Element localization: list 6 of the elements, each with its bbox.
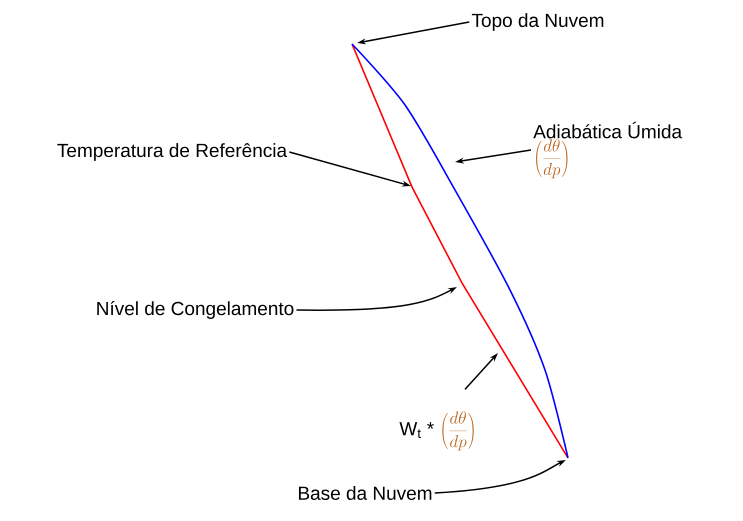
text-label: W$_{t}$ * $\left(\frac{d\theta}{dp}\right)$ <box>399 411 474 450</box>
text-label: Nível de Congelamento <box>97 301 294 319</box>
text-label: Base da Nuvem <box>298 486 432 500</box>
text-label: Adiabática Úmida $\left(\frac{d\theta}{dp}\right)$ <box>533 122 682 178</box>
text-label: Temperatura de Referência <box>57 143 288 161</box>
text-label: Topo da Nuvem <box>472 13 604 31</box>
